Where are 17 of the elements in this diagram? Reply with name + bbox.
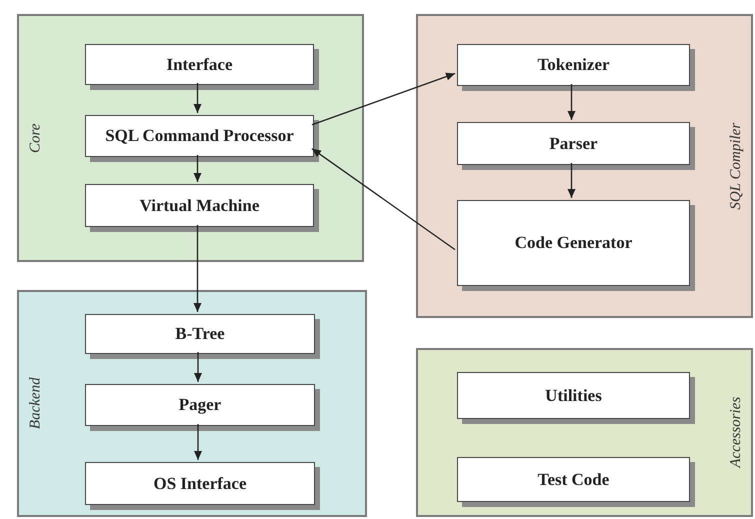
arrow [568,84,576,120]
group-label: SQL Compiler [726,122,745,210]
arrow [194,225,202,312]
group-panel [416,14,753,318]
group-label: Backend [26,378,45,430]
arrow [312,72,456,126]
group-label: Core [26,123,45,153]
arrow [194,424,202,460]
group-label: Accessories [726,397,745,468]
arrow [194,83,202,113]
arrow [568,163,576,198]
group-panel [17,14,364,262]
arrow [194,155,202,182]
group-panel [416,348,753,517]
arrow [194,352,202,382]
group-panel [17,290,367,517]
arrow [312,148,456,250]
